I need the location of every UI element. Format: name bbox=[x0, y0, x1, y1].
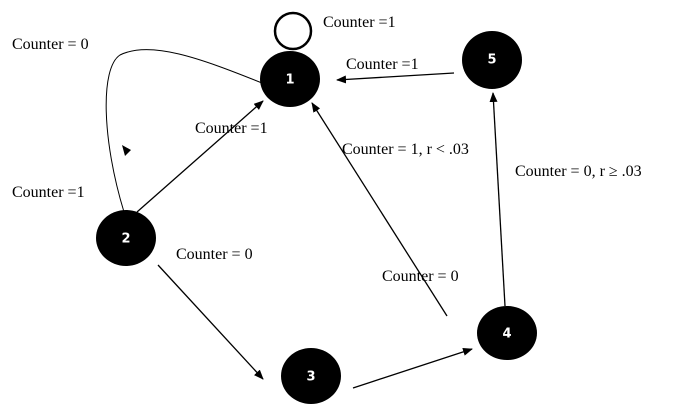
node-2-label: 2 bbox=[121, 232, 130, 247]
node-1: 1 bbox=[260, 51, 320, 107]
edge-2-to-3 bbox=[157, 264, 264, 380]
node-5: 5 bbox=[462, 31, 522, 89]
self-loop-1 bbox=[273, 11, 313, 51]
node-2: 2 bbox=[96, 210, 156, 266]
edge-3-to-4 bbox=[352, 348, 473, 389]
node-3: 3 bbox=[281, 348, 341, 404]
node-3-label: 3 bbox=[306, 370, 315, 385]
label-edge-2-to-3: Counter = 0 bbox=[176, 246, 253, 263]
edge-4-to-1 bbox=[311, 102, 448, 317]
label-edge-4-to-1: Counter = 1, r < .03 bbox=[342, 141, 469, 158]
label-edge-5-to-1: Counter =1 bbox=[346, 56, 419, 73]
label-edge-4-to-1-lower: Counter = 0 bbox=[382, 268, 459, 285]
arrowhead-curve bbox=[122, 145, 131, 156]
node-5-label: 5 bbox=[487, 53, 496, 68]
edge-2-to-1 bbox=[136, 100, 264, 213]
label-edge-4-to-5: Counter = 0, r ≥ .03 bbox=[515, 163, 642, 180]
node-4-label: 4 bbox=[502, 327, 511, 342]
edge-5-to-1 bbox=[336, 72, 455, 84]
label-curve-1-to-2: Counter = 0 bbox=[12, 36, 89, 53]
label-left-2: Counter =1 bbox=[12, 184, 85, 201]
node-4: 4 bbox=[477, 306, 537, 360]
label-edge-2-to-1: Counter =1 bbox=[195, 120, 268, 137]
edge-4-to-5 bbox=[489, 92, 506, 307]
node-1-label: 1 bbox=[285, 73, 294, 88]
label-self-loop-1: Counter =1 bbox=[323, 14, 396, 31]
edge-1-to-2-curve bbox=[105, 49, 263, 213]
